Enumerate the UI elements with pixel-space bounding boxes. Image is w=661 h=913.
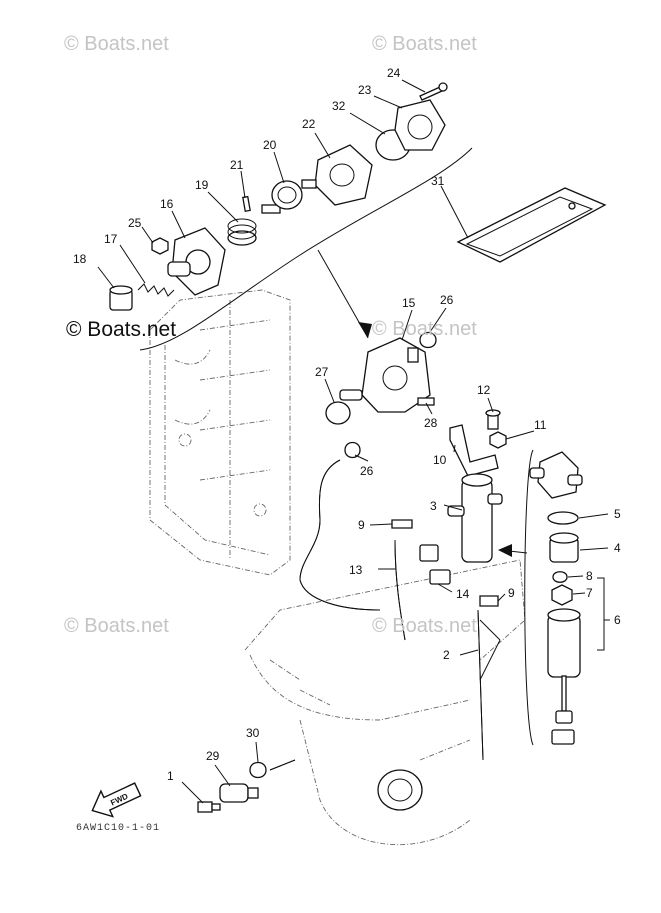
lower-casing-outline (244, 559, 526, 846)
part-30-clamp (249, 761, 267, 779)
watermark-lower-left: © Boats.net (64, 615, 169, 637)
part-filter-head (529, 451, 583, 499)
part-13-hose (394, 539, 406, 641)
diagram-code: 6AW1C10-1-01 (76, 823, 161, 834)
inset-divider-line (139, 147, 473, 351)
part-8-clip (552, 571, 568, 583)
callout-9-upper: 9 (358, 518, 365, 532)
callout-8: 8 (586, 569, 593, 583)
part-25-nut (151, 237, 169, 255)
callout-29: 29 (206, 749, 220, 763)
callout-23: 23 (358, 83, 372, 97)
callout-10: 10 (433, 453, 447, 467)
part-23-cap (394, 99, 446, 151)
filter-inset-arrowhead (498, 544, 512, 557)
callout-30: 30 (246, 726, 260, 740)
callout-14: 14 (456, 587, 470, 601)
part-21-pin (242, 195, 251, 212)
callout-24: 24 (387, 66, 401, 80)
part-19-spring (227, 218, 257, 246)
part-28-bolt (417, 397, 435, 406)
part-7-float (551, 584, 573, 606)
callout-27: 27 (315, 365, 329, 379)
part-26-clamp-upper (419, 331, 437, 349)
callout-6: 6 (614, 613, 621, 627)
callout-13: 13 (349, 563, 363, 577)
part-27-oring (325, 401, 351, 425)
callout-28: 28 (424, 416, 438, 430)
watermark-top-right: © Boats.net (372, 33, 477, 55)
callout-5: 5 (614, 507, 621, 521)
callout-19: 19 (195, 178, 209, 192)
leader-lines (97, 79, 610, 804)
part-31-decal (456, 187, 607, 263)
part-2-hose (477, 609, 484, 761)
callout-17: 17 (104, 232, 118, 246)
part-12-bolt (485, 409, 501, 430)
callout-20: 20 (263, 138, 277, 152)
callout-26-lower: 26 (360, 464, 374, 478)
callout-25: 25 (128, 216, 142, 230)
part-9-clip-lower (479, 595, 499, 607)
part-24-screw (419, 82, 448, 101)
part-26-clamp-lower (344, 441, 361, 459)
engine-block-outline (149, 289, 291, 576)
part-20-plunger (261, 180, 303, 214)
part-4-element (549, 532, 579, 563)
part-17-spring (137, 283, 175, 297)
callout-4: 4 (614, 541, 621, 555)
watermark-middle-right: © Boats.net (372, 318, 477, 340)
callout-32: 32 (332, 99, 346, 113)
pointer-arrowhead (358, 322, 372, 338)
part-10-bracket (449, 424, 499, 477)
filter-inset-bracket (524, 449, 534, 746)
part-15-fuel-pump (339, 337, 431, 413)
callout-16: 16 (160, 197, 174, 211)
part-16-pump-body (167, 227, 226, 296)
watermark-top-left: © Boats.net (64, 33, 169, 55)
callout-15: 15 (402, 296, 416, 310)
callout-7: 7 (586, 586, 593, 600)
callout-1: 1 (167, 769, 174, 783)
part-3-fuel-filter (447, 473, 503, 563)
lower-reservoir (377, 769, 423, 811)
callout-12: 12 (477, 383, 491, 397)
part-29-fitting (219, 783, 259, 803)
callout-2: 2 (443, 648, 450, 662)
callout-9-lower: 9 (508, 586, 515, 600)
watermark-lower-right: © Boats.net (372, 615, 477, 637)
part-9-clip-upper (391, 519, 413, 529)
outlet-hose (269, 759, 296, 771)
part-18-sleeve (109, 285, 133, 311)
callout-3: 3 (430, 499, 437, 513)
hose-upper-bend (299, 459, 381, 611)
callout-31: 31 (431, 174, 445, 188)
watermark-middle-bold: © Boats.net (66, 318, 177, 341)
part-6-filter-cup (547, 608, 581, 745)
callout-11: 11 (534, 418, 547, 432)
callout-22: 22 (302, 117, 316, 131)
callout-labels: 1 29 30 18 17 25 16 19 21 20 22 32 23 24… (73, 66, 621, 783)
part-5-oring (547, 511, 579, 525)
part-14-connector (419, 544, 451, 585)
callout-21: 21 (230, 158, 244, 172)
part-1-bolt (197, 801, 221, 813)
callout-26-upper: 26 (440, 293, 454, 307)
fwd-arrow: FWD (91, 782, 142, 818)
part-22-pump-cover (301, 144, 373, 206)
part-11-nut (489, 431, 507, 449)
callout-18: 18 (73, 252, 87, 266)
